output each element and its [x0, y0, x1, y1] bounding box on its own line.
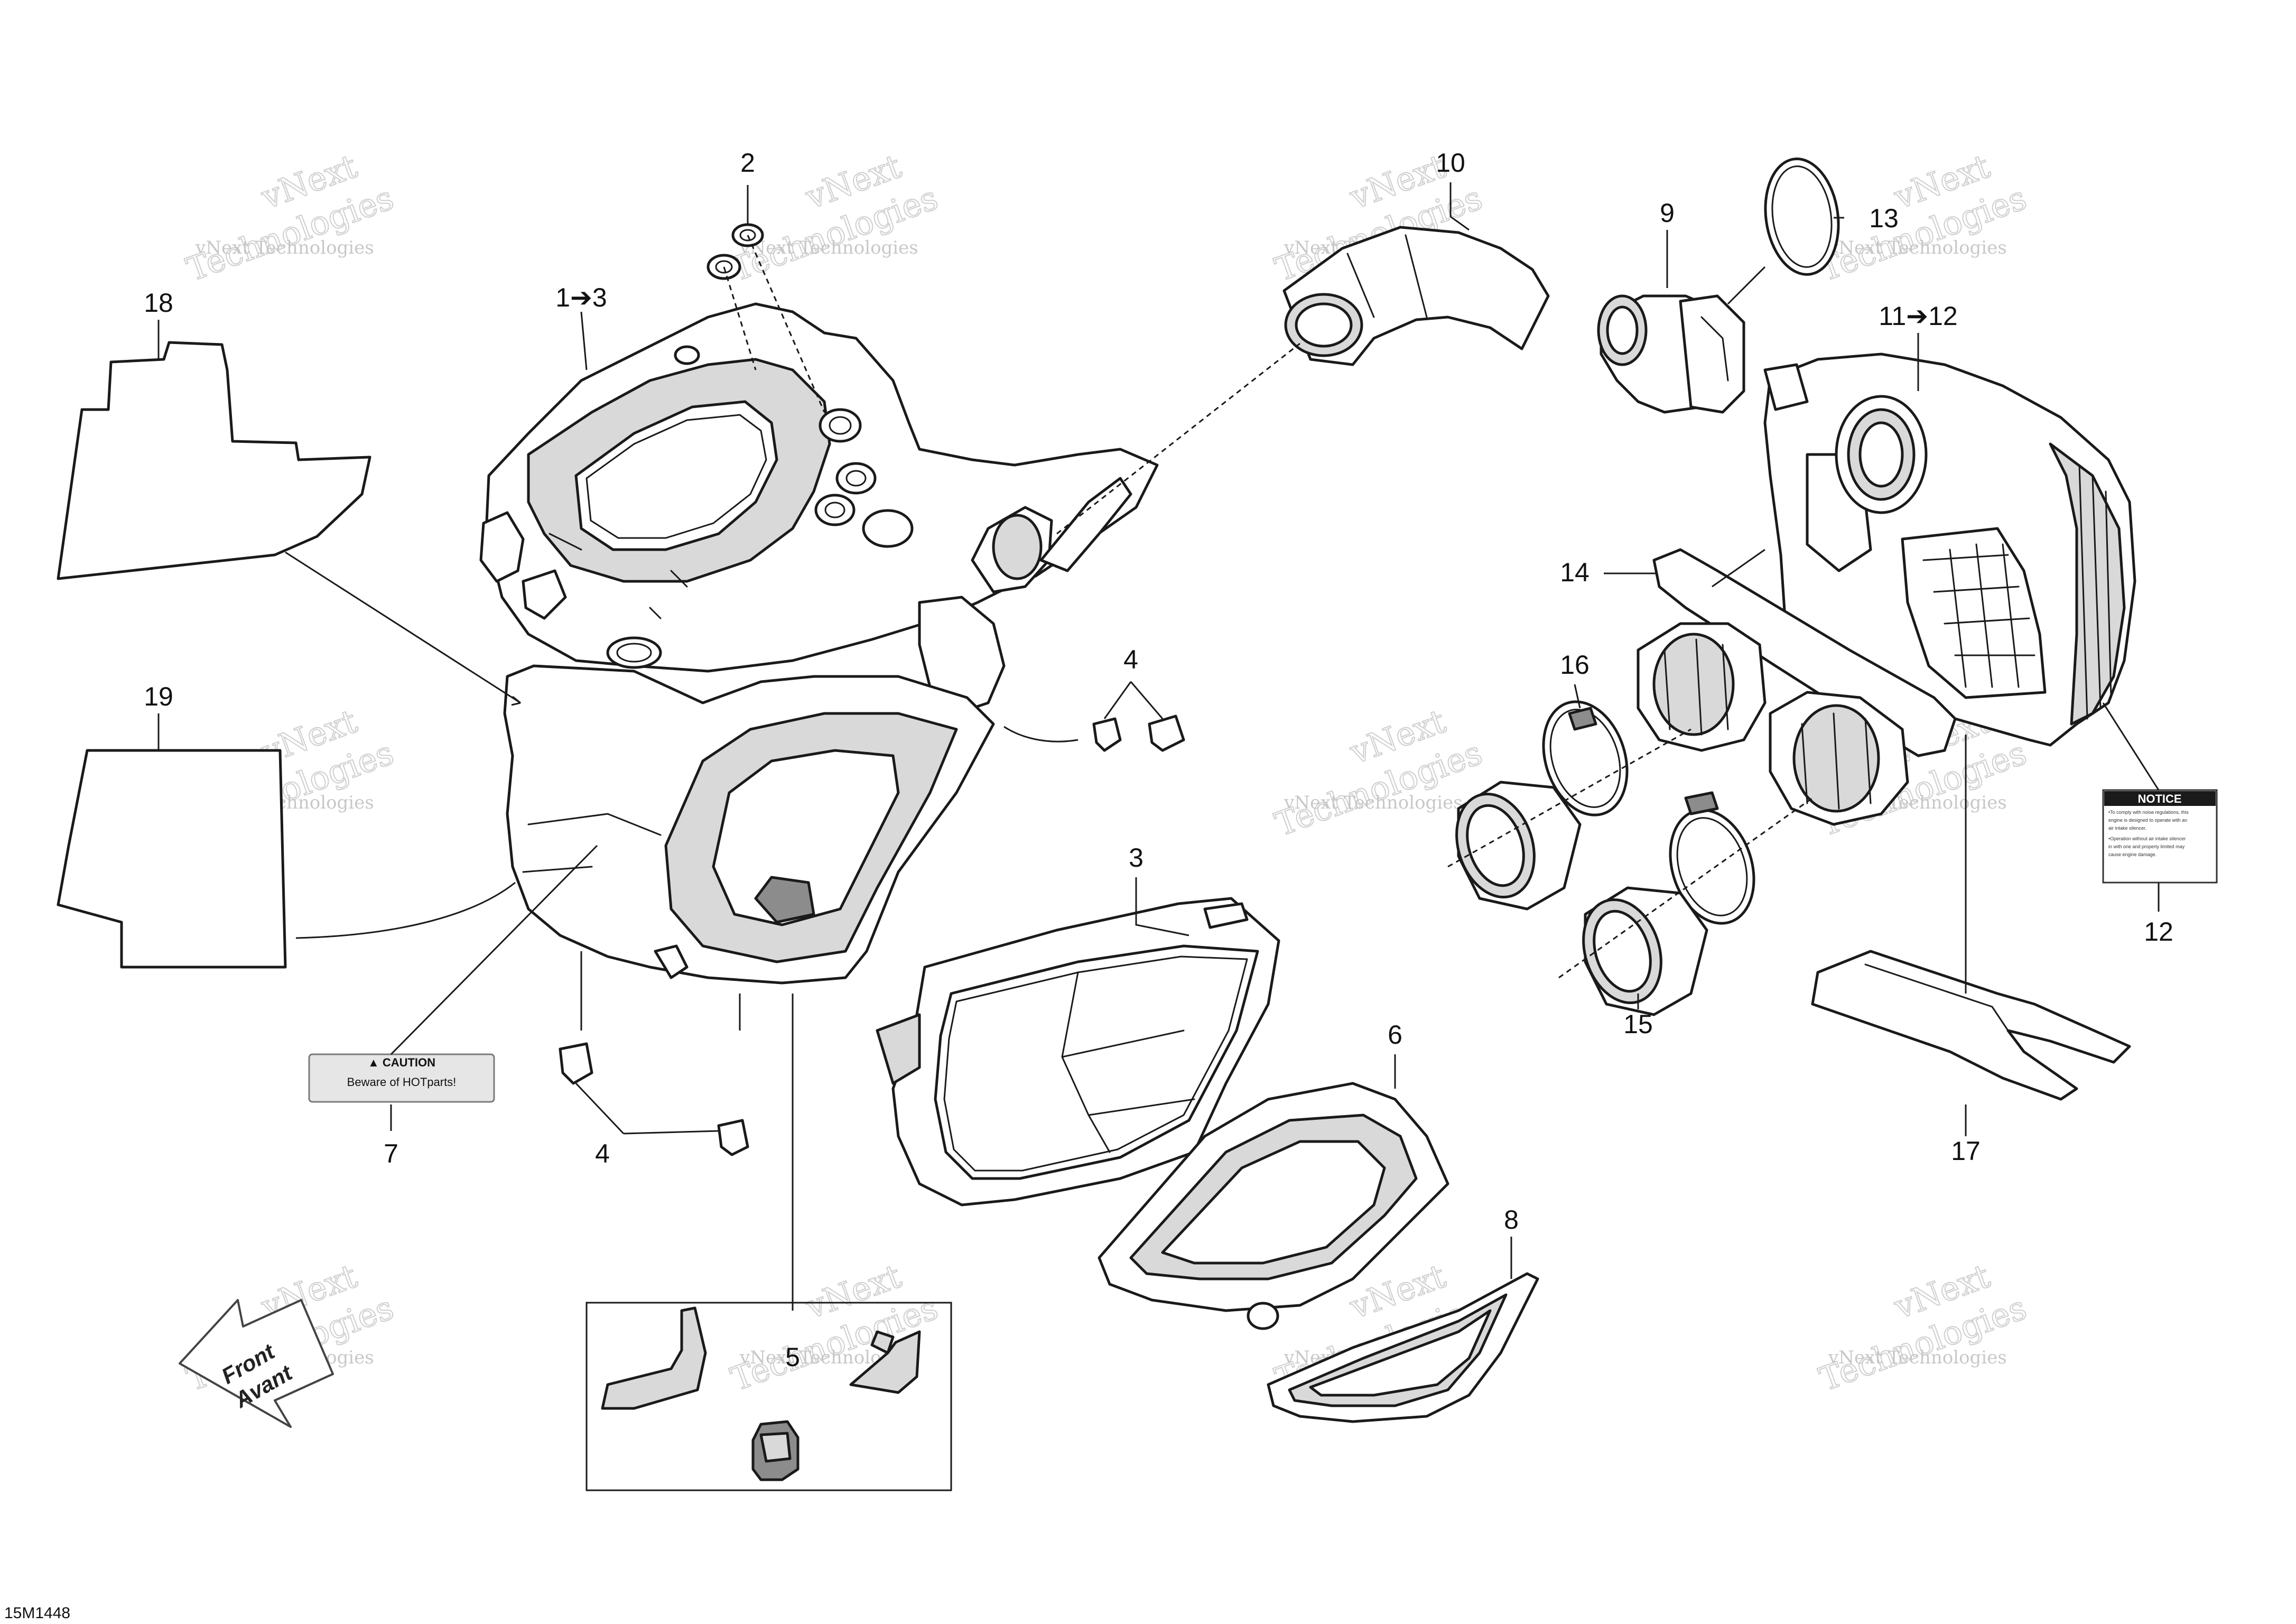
watermark-1: Technologies vNext	[181, 146, 399, 290]
watermark-text-7: vNext Technologies	[1284, 792, 1463, 813]
part-4-clips	[559, 714, 1185, 1156]
front-direction-arrow: Front Avant	[179, 1299, 334, 1428]
part-5-clip-kit	[585, 1302, 952, 1491]
callout-14: 14	[1560, 558, 1589, 587]
part-18-foam-sheet	[57, 341, 371, 580]
part-8-filter-screen	[1267, 1272, 1539, 1423]
callout-19: 19	[144, 682, 173, 711]
callout-8: 8	[1504, 1205, 1519, 1235]
caution-decal-header: ▲ CAUTION	[368, 1056, 435, 1069]
part-3-filter-frame	[876, 897, 1280, 1207]
part-1-airbox-housing	[479, 302, 1159, 985]
notice-line-6: cause engine damage.	[2108, 852, 2156, 857]
notice-line-3: air intake silencer.	[2108, 825, 2146, 831]
part-6-filter-seal	[1098, 1082, 1449, 1330]
callout-4-upper: 4	[1123, 645, 1138, 674]
callout-9: 9	[1660, 198, 1675, 228]
callout-13: 13	[1869, 203, 1899, 233]
notice-decal-header: NOTICE	[2137, 792, 2181, 805]
callout-11-12: 11➔12	[1879, 301, 1957, 331]
callout-6: 6	[1388, 1020, 1402, 1050]
part-16-hose-clamps	[1542, 700, 1755, 925]
part-17-foam-pad	[1811, 950, 2131, 1101]
callout-7: 7	[384, 1139, 398, 1168]
part-15-rubber-sleeves	[1455, 781, 1708, 1016]
callout-2: 2	[740, 148, 755, 178]
watermark-text-4: vNext Technologies	[1828, 237, 2007, 258]
watermark-text-2: vNext Technologies	[739, 237, 918, 258]
drawing-code: 15M1448	[4, 1604, 70, 1622]
part-10-intake-hose	[1282, 226, 1550, 366]
callout-18: 18	[144, 288, 173, 318]
part-9-intake-adapter	[1597, 294, 1745, 414]
watermark-7: Technologies vNext	[1270, 701, 1488, 845]
caution-decal-text: Beware of HOTparts!	[347, 1075, 457, 1089]
watermarks: Technologies vNext vNext Technologies Te…	[181, 146, 2032, 1399]
callout-5: 5	[785, 1342, 800, 1372]
callout-15: 15	[1623, 1009, 1653, 1039]
notice-line-5: in with one and property limited may	[2108, 844, 2185, 849]
part-13-o-ring	[1764, 157, 1840, 276]
part-7-caution-decal: ▲ CAUTION Beware of HOTparts!	[308, 1053, 495, 1103]
callout-4-lower: 4	[595, 1139, 610, 1168]
callout-3: 3	[1129, 843, 1144, 873]
callout-17: 17	[1951, 1136, 1981, 1166]
callout-1-3: 1➔3	[555, 283, 607, 312]
leader-lines	[157, 182, 2160, 1311]
callout-labels: 1➔3 2 3 4 4 5 6 7 8 9 10 11➔12 12 13 14 …	[144, 148, 2173, 1372]
callout-16: 16	[1560, 650, 1589, 680]
part-19-foam-sheet	[57, 749, 287, 969]
notice-line-1: •To comply with noise regulations, this	[2108, 810, 2189, 815]
part-11-intake-silencer	[1763, 352, 2136, 747]
part-14-silencer-base	[1637, 548, 1957, 826]
watermark-text-12: vNext Technologies	[1828, 1347, 2007, 1368]
watermark-text-1: vNext Technologies	[195, 237, 374, 258]
callout-10: 10	[1436, 148, 1465, 178]
callout-12: 12	[2144, 917, 2173, 946]
part-12-notice-decal: NOTICE •To comply with noise regulations…	[2102, 789, 2218, 884]
watermark-12: Technologies vNext	[1814, 1256, 2032, 1399]
notice-line-4: •Operation without air intake silencer	[2108, 836, 2186, 841]
notice-line-2: engine is designed to operate with an	[2108, 818, 2187, 823]
